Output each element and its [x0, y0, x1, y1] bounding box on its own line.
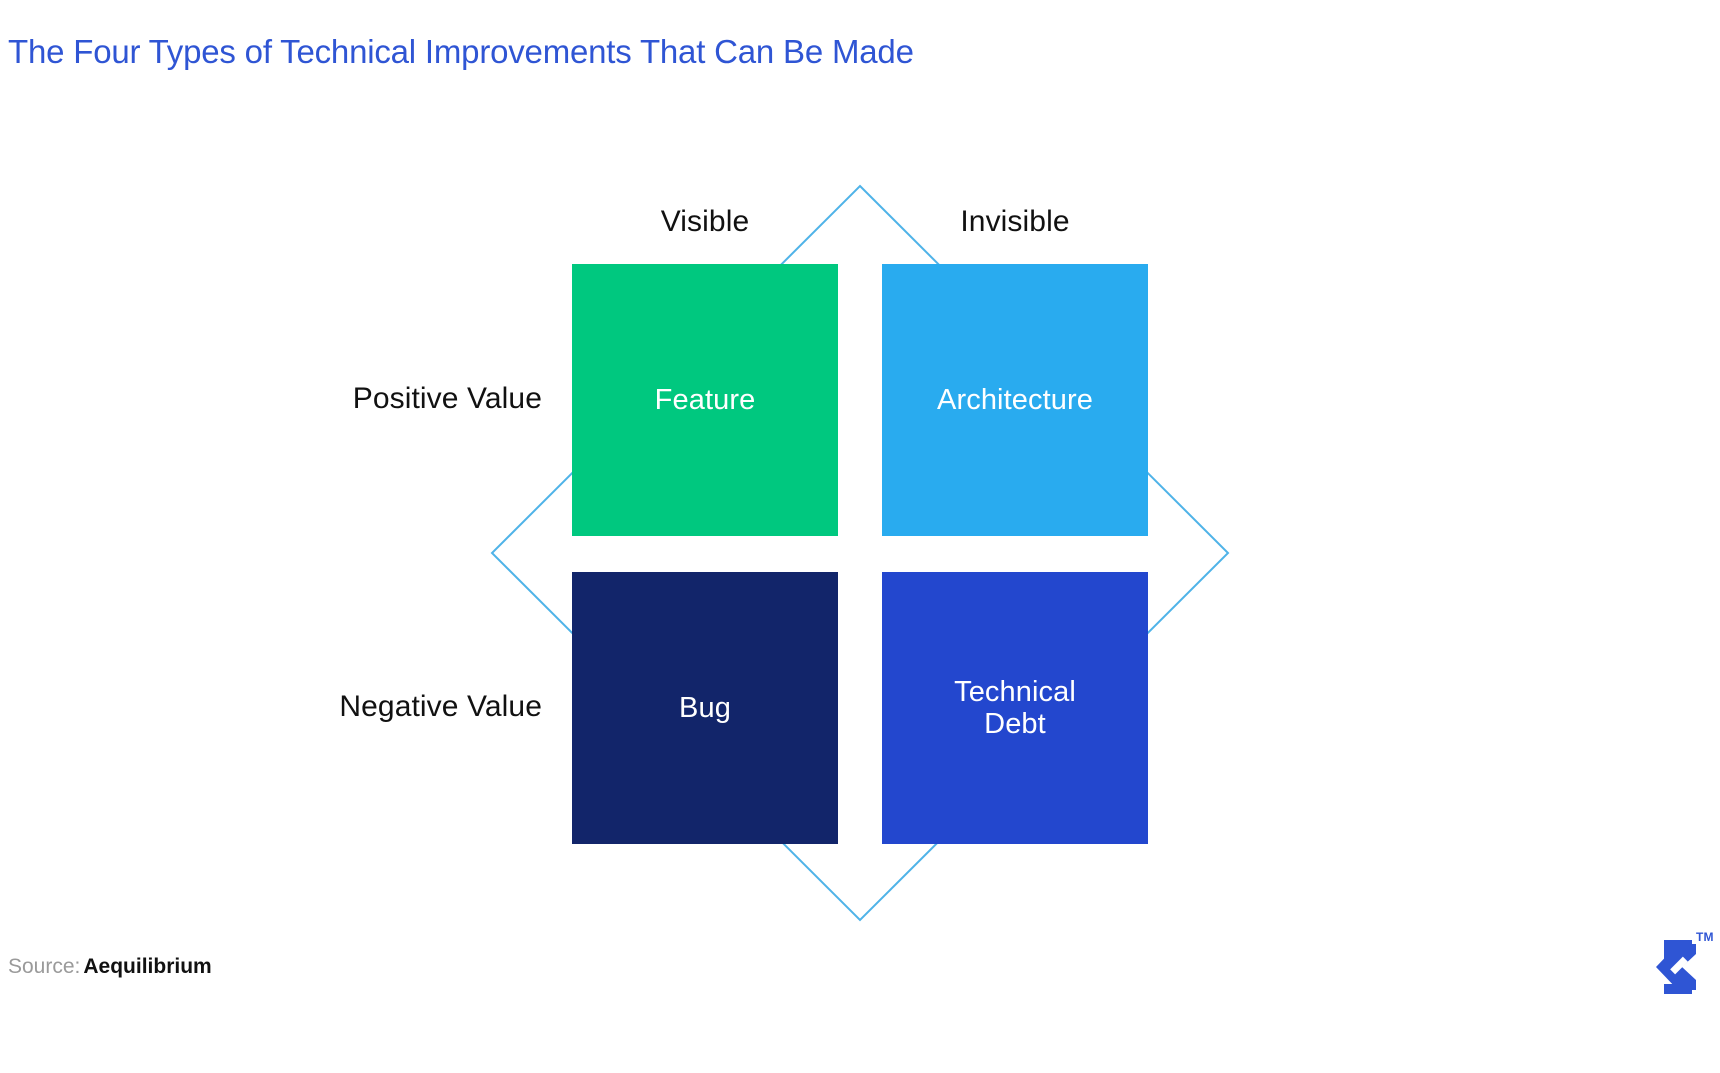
page-title: The Four Types of Technical Improvements…: [8, 33, 914, 70]
source-attribution: Source:Aequilibrium: [8, 955, 212, 979]
quadrant-label-architecture: Architecture: [937, 383, 1093, 416]
toptal-logo-icon: [1656, 940, 1696, 994]
row-header-positive-value: Positive Value: [352, 382, 542, 415]
source-prefix-label: Source:: [8, 955, 81, 978]
column-header-visible: Visible: [660, 205, 750, 238]
quadrant-cell-bug[interactable]: Bug: [572, 572, 838, 844]
quadrant-label-feature: Feature: [654, 383, 756, 416]
row-header-negative-value: Negative Value: [339, 690, 542, 723]
quadrant-cell-feature[interactable]: Feature: [572, 264, 838, 536]
trademark-symbol: TM: [1696, 930, 1714, 944]
quadrant-cell-architecture[interactable]: Architecture: [882, 264, 1148, 536]
quadrant-label-bug: Bug: [679, 691, 731, 724]
column-header-invisible: Invisible: [960, 205, 1070, 238]
source-name-label: Aequilibrium: [83, 955, 212, 978]
toptal-logo: TM: [1650, 928, 1714, 1000]
